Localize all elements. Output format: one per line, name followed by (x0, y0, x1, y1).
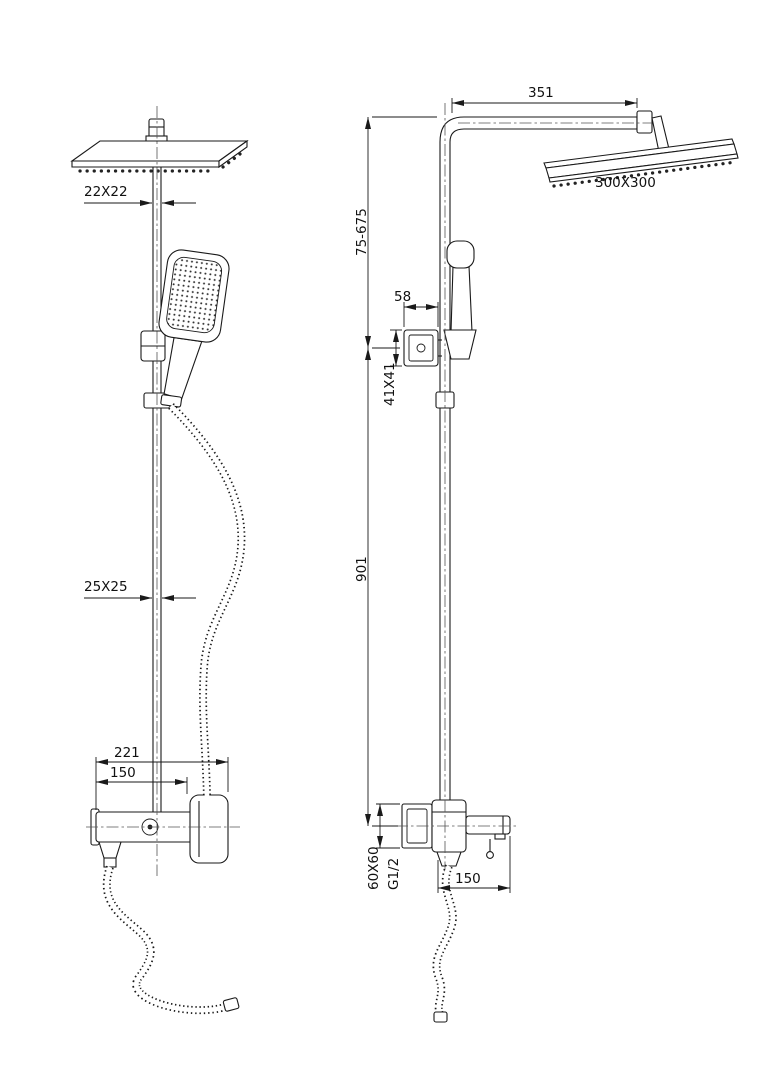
head-nozzles-front-side (221, 149, 246, 169)
dim-spout-reach: 150 (437, 836, 511, 893)
dim-front-lower-pipe: 25X25 (84, 579, 196, 601)
hose-coil-side (432, 864, 457, 1023)
dim-column-height: 901 (354, 348, 398, 827)
dim-label-lower-pipe: 25X25 (84, 579, 128, 595)
front-view: 22X22 25X25 221 150 (70, 106, 249, 1015)
mixer-handle-front (189, 794, 229, 864)
rain-head-front (70, 118, 249, 173)
dim-label-mixer-centers: 150 (110, 765, 136, 781)
dim-bracket-offset: 58 (394, 289, 439, 327)
arm-connector-side (636, 110, 670, 153)
dim-mixer-flange: 60X60 (366, 803, 400, 890)
side-view: 351 300X300 75-675 58 41X41 901 (354, 85, 739, 1023)
rain-head-side (543, 138, 739, 188)
hose-coil-front (102, 865, 240, 1015)
dim-label-bracket-size: 41X41 (382, 362, 398, 406)
mixer-side (401, 799, 511, 867)
dim-label-mixer-width: 221 (114, 745, 140, 761)
riser-pipe-front (152, 167, 162, 812)
centerlines-front (86, 106, 240, 876)
wall-bracket-side (403, 329, 442, 367)
dim-label-head-size: 300X300 (595, 175, 656, 191)
centerlines-side (396, 103, 652, 872)
hose-end-fitting-side (433, 1011, 448, 1023)
head-nozzles-side (552, 160, 738, 188)
hand-shower-face-texture (166, 256, 223, 334)
shower-arm-side (439, 116, 638, 800)
dim-label-thread: G1/2 (386, 858, 402, 890)
dim-bracket-size: 41X41 (382, 329, 402, 406)
hand-shower-front (158, 249, 230, 408)
hose-end-fitting-front (222, 997, 240, 1012)
shower-hose-front (168, 403, 246, 798)
dim-label-bracket-offset: 58 (394, 289, 411, 305)
dim-arm-length: 351 (451, 85, 638, 113)
dim-label-height-range: 75-675 (354, 208, 370, 256)
dim-front-upper-pipe: 22X22 (84, 184, 196, 206)
dim-label-flange-size: 60X60 (366, 846, 382, 890)
diverter-knob-side (486, 839, 494, 859)
dim-label-column-height: 901 (354, 556, 370, 582)
hose-nut-side (436, 851, 462, 867)
mixer-spout-side (465, 815, 511, 835)
dim-height-range: 75-675 (354, 116, 437, 349)
dim-front-mixer-centers: 150 (96, 765, 188, 794)
mixer-front (90, 794, 229, 868)
hose-nut-front (98, 841, 122, 859)
dim-label-upper-pipe: 22X22 (84, 184, 128, 200)
dim-label-spout-reach: 150 (455, 871, 481, 887)
hand-shower-side (443, 240, 477, 360)
dim-label-arm-length: 351 (528, 85, 554, 101)
